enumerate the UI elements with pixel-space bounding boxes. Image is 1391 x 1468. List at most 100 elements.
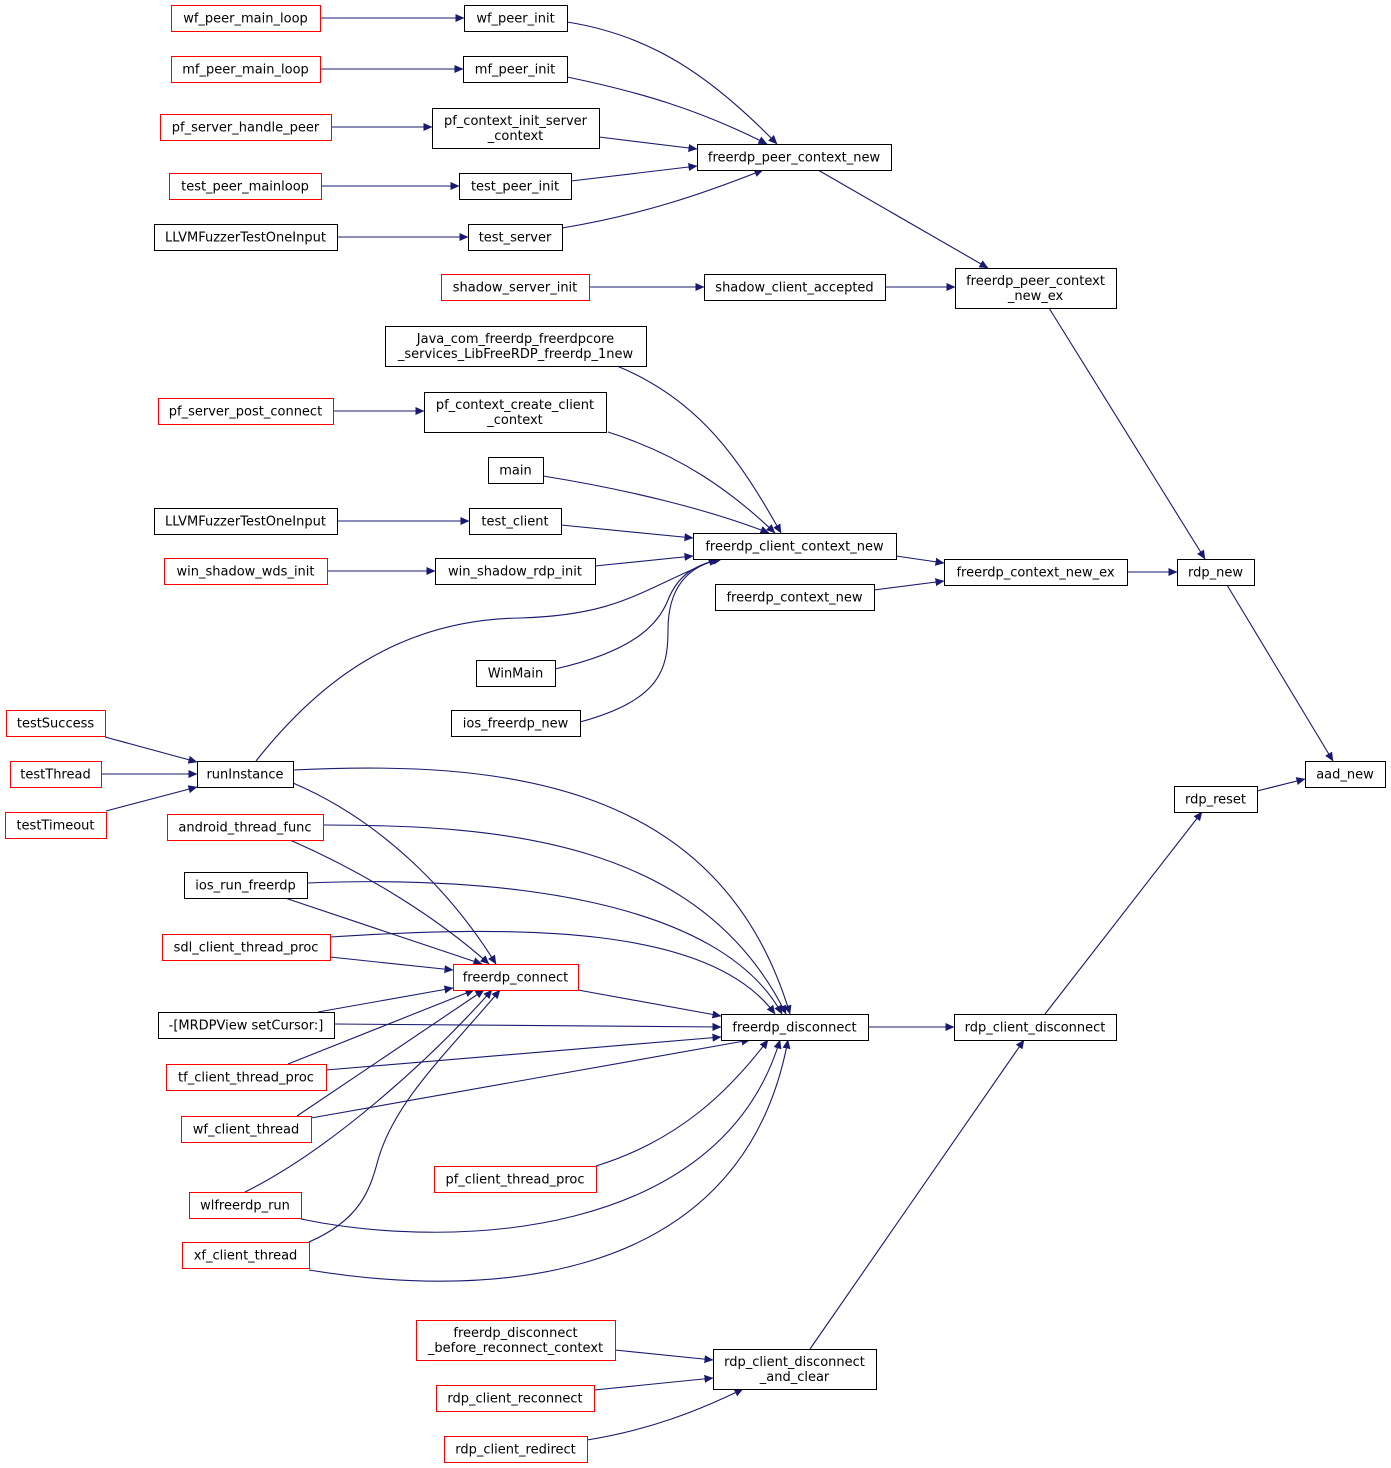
edge-testtimeout-to-runinstance — [105, 785, 198, 812]
node-wlfreerdp-run[interactable]: wlfreerdp_run — [189, 1192, 302, 1219]
node-test-peer-mainloop[interactable]: test_peer_mainloop — [169, 173, 322, 200]
edge-freerdp-disconnect-before-reconnect-context-to-rdp-client-disconnect-and-clear — [614, 1349, 714, 1364]
node-wf-peer-main-loop[interactable]: wf_peer_main_loop — [171, 5, 321, 32]
edge-mrdpview-setcursor-to-freerdp-disconnect — [333, 1022, 722, 1031]
node-box — [197, 761, 294, 788]
edge-test-client-to-freerdp-client-context-new — [560, 524, 694, 542]
node-box — [1177, 559, 1255, 586]
node-freerdp-client-context-new[interactable]: freerdp_client_context_new — [693, 533, 897, 560]
node-rdp-client-disconnect-and-clear[interactable]: rdp_client_disconnect_and_clear — [713, 1349, 877, 1390]
node-testtimeout[interactable]: testTimeout — [5, 812, 107, 839]
node-label: android_thread_func — [178, 821, 311, 836]
edge-freerdp-peer-context-new-to-freerdp-peer-context-new-ex — [817, 169, 989, 269]
node-box — [697, 144, 892, 171]
node-pf-client-thread-proc[interactable]: pf_client_thread_proc — [434, 1166, 597, 1193]
node-test-server[interactable]: test_server — [468, 224, 563, 251]
node-label: rdp_client_disconnect — [724, 1355, 865, 1370]
node-mf-peer-main-loop[interactable]: mf_peer_main_loop — [171, 56, 321, 83]
node-freerdp-peer-context-new-ex[interactable]: freerdp_peer_context_new_ex — [955, 268, 1117, 309]
node-freerdp-context-new[interactable]: freerdp_context_new — [715, 584, 875, 611]
node-rdp-client-redirect[interactable]: rdp_client_redirect — [444, 1436, 588, 1463]
node-freerdp-connect[interactable]: freerdp_connect — [453, 964, 579, 991]
node-box — [451, 710, 581, 737]
node-label: testThread — [20, 768, 90, 783]
node-label: rdp_client_disconnect — [965, 1021, 1106, 1036]
node-label: sdl_client_thread_proc — [174, 941, 319, 956]
node-shadow-client-accepted[interactable]: shadow_client_accepted — [704, 274, 886, 301]
node-win-shadow-wds-init[interactable]: win_shadow_wds_init — [164, 558, 328, 585]
node-freerdp-disconnect[interactable]: freerdp_disconnect — [721, 1014, 869, 1041]
node-label: aad_new — [1316, 768, 1374, 783]
node-testthread[interactable]: testThread — [10, 761, 102, 788]
node-mrdpview-setcursor[interactable]: -[MRDPView setCursor:] — [158, 1012, 335, 1039]
node-box — [713, 1349, 877, 1390]
node-sdl-client-thread-proc[interactable]: sdl_client_thread_proc — [162, 934, 331, 961]
node-label: shadow_client_accepted — [715, 281, 873, 296]
node-shadow-server-init[interactable]: shadow_server_init — [441, 274, 590, 301]
node-box — [476, 660, 556, 687]
node-box — [432, 108, 600, 149]
node-box — [5, 812, 107, 839]
node-box — [469, 508, 562, 535]
node-android-thread-func[interactable]: android_thread_func — [167, 814, 324, 841]
node-box — [182, 1242, 310, 1269]
edge-xf-client-thread-to-freerdp-connect — [308, 989, 501, 1243]
node-pf-server-handle-peer[interactable]: pf_server_handle_peer — [160, 114, 332, 141]
node-label: rdp_new — [1188, 566, 1243, 581]
node-rdp-reset[interactable]: rdp_reset — [1174, 786, 1258, 813]
node-label: ios_freerdp_new — [463, 717, 569, 732]
node-xf-client-thread[interactable]: xf_client_thread — [182, 1242, 310, 1269]
edge-rdp-new-to-aad-new — [1226, 584, 1334, 762]
node-mf-peer-init[interactable]: mf_peer_init — [463, 56, 568, 83]
node-ios-freerdp-new[interactable]: ios_freerdp_new — [451, 710, 581, 737]
node-llvmfuzzertestoneinput-1[interactable]: LLVMFuzzerTestOneInput — [154, 224, 338, 251]
edge-xf-client-thread-to-freerdp-disconnect — [308, 1039, 791, 1282]
node-freerdp-disconnect-before-reconnect-context[interactable]: freerdp_disconnect_before_reconnect_cont… — [416, 1320, 616, 1361]
node-label: _context — [487, 129, 544, 144]
edge-wf-peer-init-to-freerdp-peer-context-new — [566, 21, 778, 145]
node-wf-client-thread[interactable]: wf_client_thread — [181, 1116, 312, 1143]
node-test-peer-init[interactable]: test_peer_init — [459, 173, 572, 200]
node-runinstance[interactable]: runInstance — [197, 761, 294, 788]
node-box — [167, 814, 324, 841]
node-rdp-client-reconnect[interactable]: rdp_client_reconnect — [436, 1385, 595, 1412]
node-box — [1305, 761, 1386, 788]
node-tf-client-thread-proc[interactable]: tf_client_thread_proc — [166, 1064, 327, 1091]
node-pf-server-post-connect[interactable]: pf_server_post_connect — [158, 398, 334, 425]
node-freerdp-context-new-ex[interactable]: freerdp_context_new_ex — [944, 559, 1128, 586]
node-ios-run-freerdp[interactable]: ios_run_freerdp — [184, 872, 308, 899]
node-wf-peer-init[interactable]: wf_peer_init — [464, 5, 568, 32]
node-box — [154, 224, 338, 251]
node-llvmfuzzertestoneinput-2[interactable]: LLVMFuzzerTestOneInput — [154, 508, 338, 535]
edge-mrdpview-setcursor-to-freerdp-connect — [317, 985, 454, 1013]
node-box — [704, 274, 886, 301]
node-java-freerdp-new[interactable]: Java_com_freerdp_freerdpcore_services_Li… — [385, 326, 647, 367]
node-winmain[interactable]: WinMain — [476, 660, 556, 687]
node-label: freerdp_context_new — [726, 591, 862, 606]
node-rdp-new[interactable]: rdp_new — [1177, 559, 1255, 586]
node-freerdp-peer-context-new[interactable]: freerdp_peer_context_new — [697, 144, 892, 171]
node-box — [154, 508, 338, 535]
node-test-client[interactable]: test_client — [469, 508, 562, 535]
node-testsuccess[interactable]: testSuccess — [6, 710, 106, 737]
node-box — [468, 224, 563, 251]
node-box — [441, 274, 590, 301]
node-label: rdp_client_redirect — [455, 1443, 576, 1458]
node-box — [434, 1166, 597, 1193]
node-pf-context-init-server-context[interactable]: pf_context_init_server_context — [432, 108, 600, 149]
node-box — [1174, 786, 1258, 813]
edge-tf-client-thread-proc-to-freerdp-disconnect — [325, 1033, 722, 1071]
node-pf-context-create-client-context[interactable]: pf_context_create_client_context — [424, 392, 607, 433]
node-label: runInstance — [206, 768, 283, 783]
node-label: freerdp_disconnect — [453, 1326, 577, 1341]
node-main[interactable]: main — [488, 457, 544, 484]
node-box — [721, 1014, 869, 1041]
node-box — [169, 173, 322, 200]
node-box — [164, 558, 328, 585]
node-win-shadow-rdp-init[interactable]: win_shadow_rdp_init — [435, 558, 596, 585]
edge-win-shadow-rdp-init-to-freerdp-client-context-new — [594, 552, 694, 567]
node-rdp-client-disconnect[interactable]: rdp_client_disconnect — [954, 1014, 1117, 1041]
node-label: LLVMFuzzerTestOneInput — [165, 231, 326, 246]
edge-wlfreerdp-run-to-freerdp-connect — [244, 989, 493, 1193]
